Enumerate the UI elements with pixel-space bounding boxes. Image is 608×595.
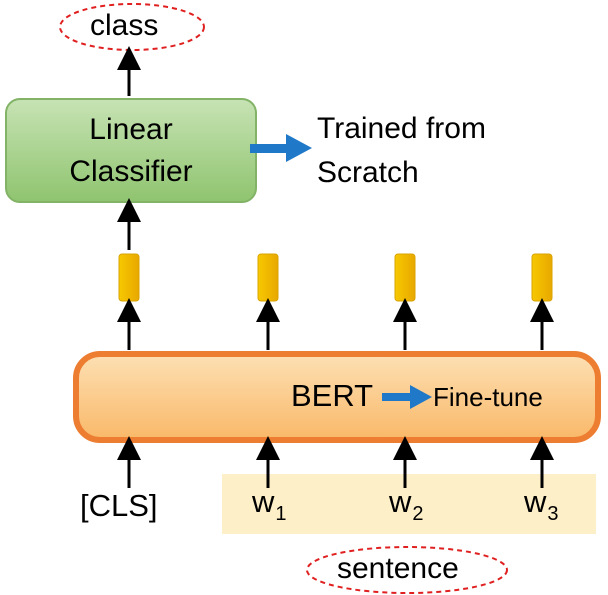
input-word-1-base: w xyxy=(252,484,275,519)
token-cls xyxy=(118,253,140,302)
input-word-2-base: w xyxy=(389,484,412,519)
class-label: class xyxy=(90,9,159,42)
bert-note: Fine-tune xyxy=(433,382,543,412)
classifier-arrow-icon xyxy=(250,134,312,162)
input-word-2-sub: 2 xyxy=(412,503,424,525)
class-ellipse xyxy=(59,3,205,51)
token-w1 xyxy=(257,253,279,302)
input-word-1-sub: 1 xyxy=(275,503,287,525)
classifier-label-line1: Linear xyxy=(89,113,173,146)
sentence-label: sentence xyxy=(337,552,459,585)
token-w2 xyxy=(394,253,416,302)
bert-label: BERT xyxy=(291,378,374,413)
bert-arrow-icon xyxy=(382,385,432,409)
input-word-3-sub: 3 xyxy=(547,503,559,525)
bert-box xyxy=(73,351,601,443)
input-word-1: w1 xyxy=(252,484,287,525)
sentence-ellipse xyxy=(306,546,508,594)
classifier-note-line1: Trained from xyxy=(317,112,486,145)
input-word-3-base: w xyxy=(524,484,547,519)
classifier-label-line2: Classifier xyxy=(69,155,193,188)
word-band xyxy=(222,474,596,534)
token-w3 xyxy=(531,253,553,302)
classifier-note-line2: Scratch xyxy=(317,156,419,189)
input-cls: [CLS] xyxy=(80,488,158,523)
input-word-3: w3 xyxy=(524,484,559,525)
input-word-2: w2 xyxy=(389,484,424,525)
